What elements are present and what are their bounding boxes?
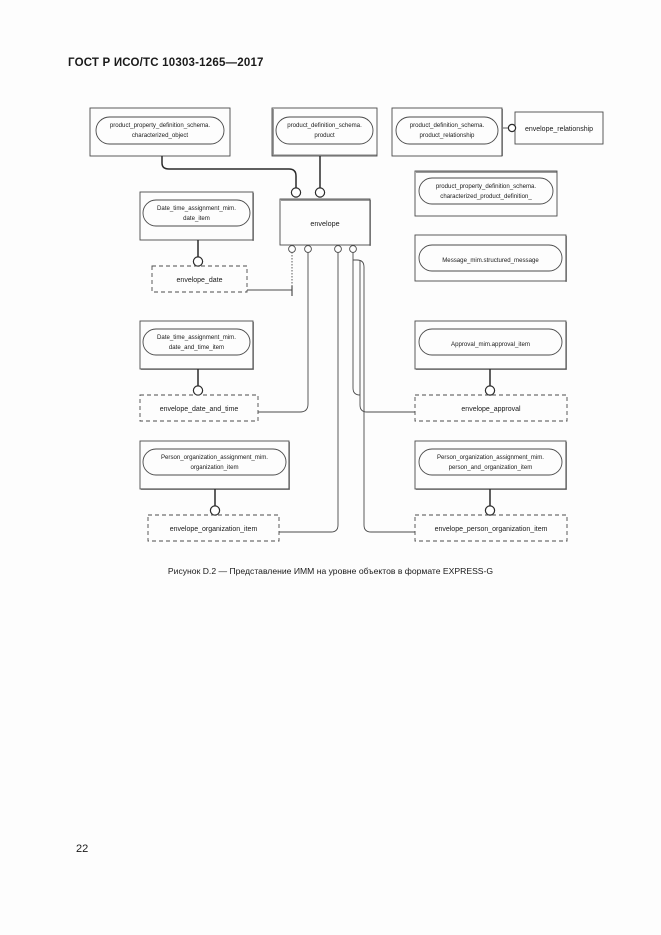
envelope-port-1 xyxy=(288,245,296,253)
page-number: 22 xyxy=(76,843,89,855)
entity-label-line1: Person_organization_assignment_mim. xyxy=(161,454,268,461)
connector-approval-trunk-path xyxy=(352,260,361,396)
connector-organization-item-to-envelope-organization-item xyxy=(209,489,221,516)
entity-box-product-relationship: product_definition_schema. product_relat… xyxy=(391,107,504,157)
connector-product-to-envelope xyxy=(314,156,326,198)
entity-box-date-and-time-item: Date_time_assignment_mim. date_and_time_… xyxy=(139,320,254,371)
envelope-port-3 xyxy=(334,245,342,253)
entity-label-line2: characterized_product_definition_ xyxy=(440,193,532,200)
connector-envelope-organization-item-to-trunk xyxy=(279,520,339,533)
entity-box-approval-item: Approval_mim.approval_item xyxy=(414,320,568,371)
entity-label-line1: product_definition_schema. xyxy=(287,122,362,129)
connector-envelope-approval-to-trunk xyxy=(359,395,415,413)
entity-box-characterized-product-definition: product_property_definition_schema. char… xyxy=(414,170,558,217)
entity-label-line2: person_and_organization_item xyxy=(449,464,533,471)
connector-characterized-object-to-envelope xyxy=(161,156,302,198)
entity-box-person-and-organization-item: Person_organization_assignment_mim. pers… xyxy=(414,440,568,491)
entity-label-line2: product xyxy=(314,132,335,139)
entity-box-organization-item: Person_organization_assignment_mim. orga… xyxy=(139,440,291,491)
relationship-label: envelope_date xyxy=(177,277,223,284)
entity-label-line1: product_property_definition_schema. xyxy=(110,122,211,129)
entity-label-line2: organization_item xyxy=(190,464,238,471)
relationship-label: envelope_approval xyxy=(461,406,521,413)
entity-label-line1: Message_mim.structured_message xyxy=(442,257,539,264)
connector-envelope-date-and-time-to-trunk xyxy=(258,400,309,413)
figure-caption: Рисунок D.2 — Представление ИММ на уровн… xyxy=(167,566,494,576)
entity-label-line1: Person_organization_assignment_mim. xyxy=(437,454,544,461)
connector-date-and-time-item-to-envelope-date-and-time xyxy=(192,369,204,396)
entity-box-product: product_definition_schema. product xyxy=(271,107,378,157)
relationship-label: envelope_date_and_time xyxy=(160,406,239,413)
entity-label-line2: date_item xyxy=(183,215,210,222)
relationship-label: envelope_relationship xyxy=(525,126,593,133)
entity-label-line1: Approval_mim.approval_item xyxy=(451,341,530,348)
entity-box-characterized-object: product_property_definition_schema. char… xyxy=(89,107,231,157)
relationship-box-envelope-date: envelope_date xyxy=(151,265,248,293)
entity-label-line1: product_property_definition_schema. xyxy=(436,183,537,190)
connector-envelope-person-organization-item-to-trunk xyxy=(353,259,415,533)
document-header: ГОСТ Р ИСО/ТС 10303-1265—2017 xyxy=(68,57,264,69)
entity-box-structured-message: Message_mim.structured_message xyxy=(414,234,568,282)
relationship-box-envelope-date-and-time: envelope_date_and_time xyxy=(139,394,259,422)
relationship-label: envelope_person_organization_item xyxy=(435,526,548,533)
relationship-box-envelope-relationship: envelope_relationship xyxy=(514,111,604,145)
entity-label-line2: product_relationship xyxy=(420,132,475,139)
entity-label-line2: characterized_object xyxy=(132,132,189,139)
connector-approval-item-to-envelope-approval xyxy=(484,369,496,396)
relationship-box-envelope-approval: envelope_approval xyxy=(414,394,568,422)
entity-label-line1: product_definition_schema. xyxy=(410,122,485,129)
relationship-box-envelope-organization-item: envelope_organization_item xyxy=(147,514,280,542)
envelope-port-4 xyxy=(349,245,357,253)
connector-product-relationship-to-envelope-relationship xyxy=(503,123,517,133)
entity-box-envelope: envelope xyxy=(279,198,372,246)
connector-date-item-to-envelope-date xyxy=(192,240,204,267)
envelope-label: envelope xyxy=(310,219,339,228)
entity-label-line2: date_and_time_item xyxy=(169,344,224,351)
entity-box-date-item: Date_time_assignment_mim. date_item xyxy=(139,191,254,241)
envelope-port-2 xyxy=(304,245,312,253)
relationship-label: envelope_organization_item xyxy=(170,526,258,533)
relationship-box-envelope-person-organization-item: envelope_person_organization_item xyxy=(414,514,568,542)
figure-express-g-diagram: product_property_definition_schema. char… xyxy=(0,90,661,570)
entity-label-line1: Date_time_assignment_mim. xyxy=(157,334,236,341)
entity-label-line1: Date_time_assignment_mim. xyxy=(157,205,236,212)
connector-person-and-organization-item-to-envelope-person-organization-item xyxy=(484,489,496,516)
